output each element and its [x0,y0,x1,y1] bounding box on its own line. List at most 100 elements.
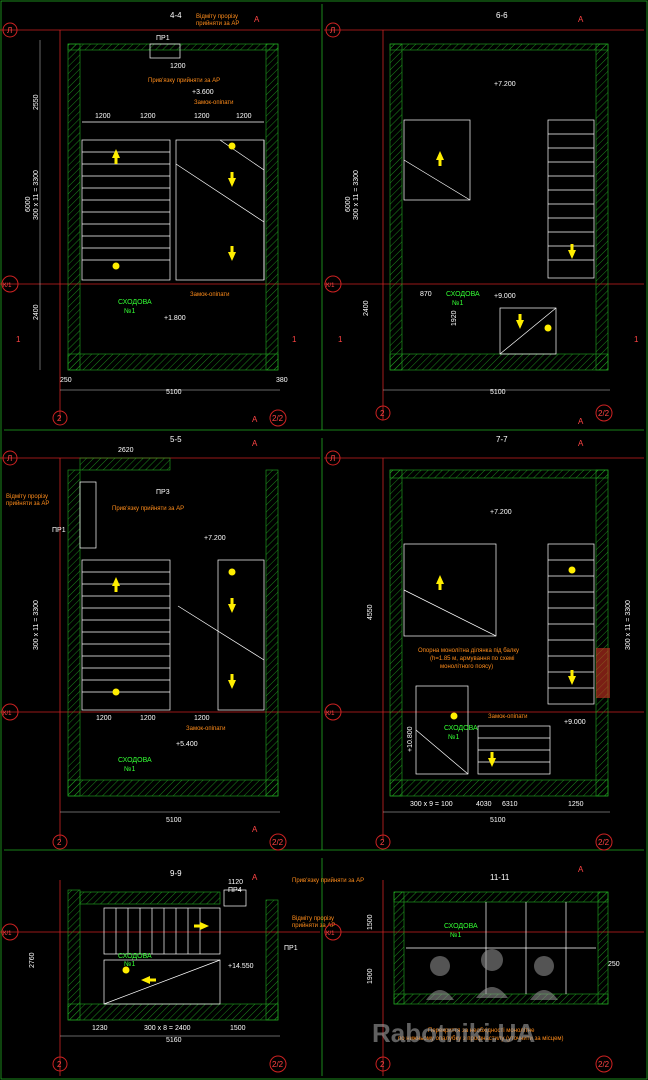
dim-2620: 2620 [118,447,134,454]
dim-2760: 2760 [29,952,36,968]
dim-380: 380 [276,377,288,384]
stair-start-dot [112,262,120,270]
dim-2550: 2550 [33,94,40,110]
dim-1230: 1230 [92,1025,108,1032]
dim-870: 870 [420,291,432,298]
note-lock-2: Замок-опіпати [190,292,230,298]
direction-down-icon-2 [228,246,236,261]
note-bottom-2: по нижньому опалубку з профнастилу (уточ… [398,1036,564,1042]
room-number: №1 [448,734,460,741]
dim-1200-b: 1200 [140,715,156,722]
section-title: 6-6 [496,11,508,20]
dim-stair: 300 x 11 = 3300 [353,170,360,220]
room-label: СХОДОВА [118,299,152,306]
axis-label-2: 2 [380,409,385,418]
section-4-4: 4-4 ПР1 1200 [0,11,320,427]
dim-1500: 1500 [367,914,374,930]
direction-down-icon-2 [488,752,496,767]
stair-start-dot [112,688,120,696]
axis-label-22: 2/2 [272,838,284,847]
stair-flight-left [403,119,471,201]
dim-4550: 4550 [367,604,374,620]
direction-down-icon-2 [228,674,236,689]
wall-right [595,469,609,797]
room-label: СХОДОВА [444,923,478,930]
room-number: №1 [124,308,136,315]
axis-label-2: 2 [380,1060,385,1069]
dim-1900: 1900 [367,968,374,984]
level-top: +3.600 [192,89,214,96]
wall-left [67,469,81,797]
axis-label-22: 2/2 [598,838,610,847]
dim-1120: 1120 [228,879,243,886]
level-top: +7.200 [490,509,512,516]
dim-2400: 2400 [363,300,370,316]
cut-mark-a: А [578,865,584,874]
stair-flight-left [81,559,171,711]
wall-right [265,43,279,371]
cut-mark-a: А [578,15,584,24]
wall-right [597,891,609,1005]
axis-label-2: 2 [380,838,385,847]
wall-left [389,43,403,371]
roof-slab [389,469,609,479]
wall-right [265,899,279,1021]
note-support-3: монолітного поясу) [440,664,493,670]
room-number: №1 [124,766,136,773]
floor-slab [389,779,609,797]
direction-up-icon [436,575,444,590]
dim-1200-top: 1200 [170,63,186,70]
dim-2400: 2400 [33,304,40,320]
axis-label-2: 2 [57,838,62,847]
axis-label-k1: К/1 [3,283,12,289]
stair-flight-upper [103,907,221,955]
floor-slab [67,353,279,371]
axis-label-k1: К/1 [326,931,335,937]
stair-dot [544,324,552,332]
floor-slab [67,1003,279,1021]
pr1-label: ПР1 [52,527,66,534]
axis-label-22: 2/2 [598,1060,610,1069]
note-support: Опорна монолітна ділянка під балку [418,648,519,654]
note-opening-2: прийняти за АР [6,500,49,507]
stair-dot-2 [450,712,458,720]
room-label: СХОДОВА [444,725,478,732]
dim-5100: 5100 [490,389,506,396]
dim-6000: 6000 [345,196,352,212]
level-mid: +9.000 [564,719,586,726]
note-lock: Замок-опіпати [488,714,528,720]
axis-marker-k1 [1,275,19,293]
axis-label-l: Л [7,26,12,35]
section-title: 5-5 [170,435,182,444]
stair-flight-left [403,543,497,637]
roof-slab [67,43,279,51]
level-bottom: +1.800 [164,315,186,322]
dim-stair: 300 x 11 = 3300 [33,170,40,220]
cut-mark-1-right: 1 [634,335,639,344]
direction-down-icon [228,172,236,187]
axis-marker-l [2,22,18,38]
stair-flight-right [547,119,595,279]
dim-1200-c: 1200 [194,113,210,120]
roof-slab [393,891,609,903]
stair-flight-right [175,139,265,281]
direction-icon [194,922,209,930]
axis-label-k1: К/1 [326,283,335,289]
wall-left [389,469,403,797]
note-opening: Відміту прорізу [196,14,238,20]
axis-label-k1: К/1 [326,711,335,717]
cut-mark-1-right: 1 [292,335,297,344]
dim-6310: 6310 [502,801,518,808]
stair-dot [122,966,130,974]
stair-dot [568,566,576,574]
axis-label-22: 2/2 [272,1060,284,1069]
dim-1200-c: 1200 [194,715,210,722]
axis-label-22: 2/2 [272,414,284,423]
axis-label-l: Л [330,454,335,463]
axis-marker-2 [52,410,68,426]
stair-flight-lower [103,959,221,1005]
note-bind: Прив'язку прийняти за АР [292,877,364,884]
opening-box [79,481,97,549]
stair-flight-lower [499,307,557,355]
